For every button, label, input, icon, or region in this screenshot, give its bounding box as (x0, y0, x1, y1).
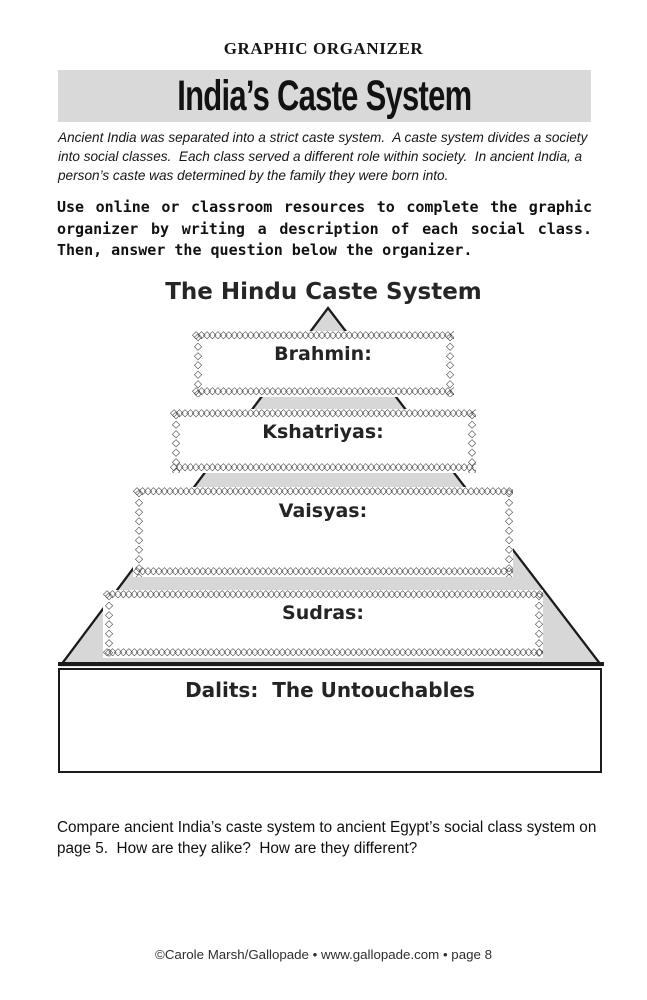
caste-level-label: Sudras: (282, 602, 364, 624)
diamond-border-bottom: ◇◇◇◇◇◇◇◇◇◇◇◇◇◇◇◇◇◇◇◇◇◇◇◇◇◇◇◇◇◇◇◇◇◇◇◇◇◇◇◇… (170, 463, 476, 473)
instructions-paragraph: Use online or classroom resources to com… (57, 198, 592, 260)
intro-paragraph: Ancient India was separated into a stric… (58, 130, 592, 183)
diamond-border-bottom: ◇◇◇◇◇◇◇◇◇◇◇◇◇◇◇◇◇◇◇◇◇◇◇◇◇◇◇◇◇◇◇◇◇◇◇◇◇◇◇◇… (133, 567, 513, 577)
caste-level-label: Kshatriyas: (262, 421, 384, 443)
caste-level-kshatriyas: ◇◇◇◇◇◇◇◇◇◇◇◇◇◇◇◇◇◇◇◇◇◇◇◇◇◇◇◇◇◇◇◇◇◇◇◇◇◇◇◇… (170, 409, 476, 473)
footer-credit: ©Carole Marsh/Gallopade • www.gallopade.… (155, 947, 492, 962)
dalits-label: Dalits: The Untouchables (185, 678, 475, 702)
page-kicker: GRAPHIC ORGANIZER (223, 39, 424, 58)
dalits-box: Dalits: The Untouchables (58, 668, 602, 773)
caste-level-label: Vaisyas: (278, 500, 368, 522)
question-paragraph: Compare ancient India’s caste system to … (57, 819, 601, 858)
title-banner: India’s Caste System (58, 70, 591, 122)
page-title: India’s Caste System (177, 71, 472, 120)
diamond-border-bottom: ◇◇◇◇◇◇◇◇◇◇◇◇◇◇◇◇◇◇◇◇◇◇◇◇◇◇◇◇◇◇◇◇◇◇◇◇◇◇◇◇… (192, 387, 454, 397)
caste-level-label: Brahmin: (274, 343, 372, 365)
diagram-title: The Hindu Caste System (165, 279, 482, 305)
caste-level-vaisyas: ◇◇◇◇◇◇◇◇◇◇◇◇◇◇◇◇◇◇◇◇◇◇◇◇◇◇◇◇◇◇◇◇◇◇◇◇◇◇◇◇… (133, 487, 513, 577)
caste-level-sudras: ◇◇◇◇◇◇◇◇◇◇◇◇◇◇◇◇◇◇◇◇◇◇◇◇◇◇◇◇◇◇◇◇◇◇◇◇◇◇◇◇… (103, 590, 543, 658)
caste-level-brahmin: ◇◇◇◇◇◇◇◇◇◇◇◇◇◇◇◇◇◇◇◇◇◇◇◇◇◇◇◇◇◇◇◇◇◇◇◇◇◇◇◇… (192, 331, 454, 397)
diamond-border-bottom: ◇◇◇◇◇◇◇◇◇◇◇◇◇◇◇◇◇◇◇◇◇◇◇◇◇◇◇◇◇◇◇◇◇◇◇◇◇◇◇◇… (103, 648, 543, 658)
